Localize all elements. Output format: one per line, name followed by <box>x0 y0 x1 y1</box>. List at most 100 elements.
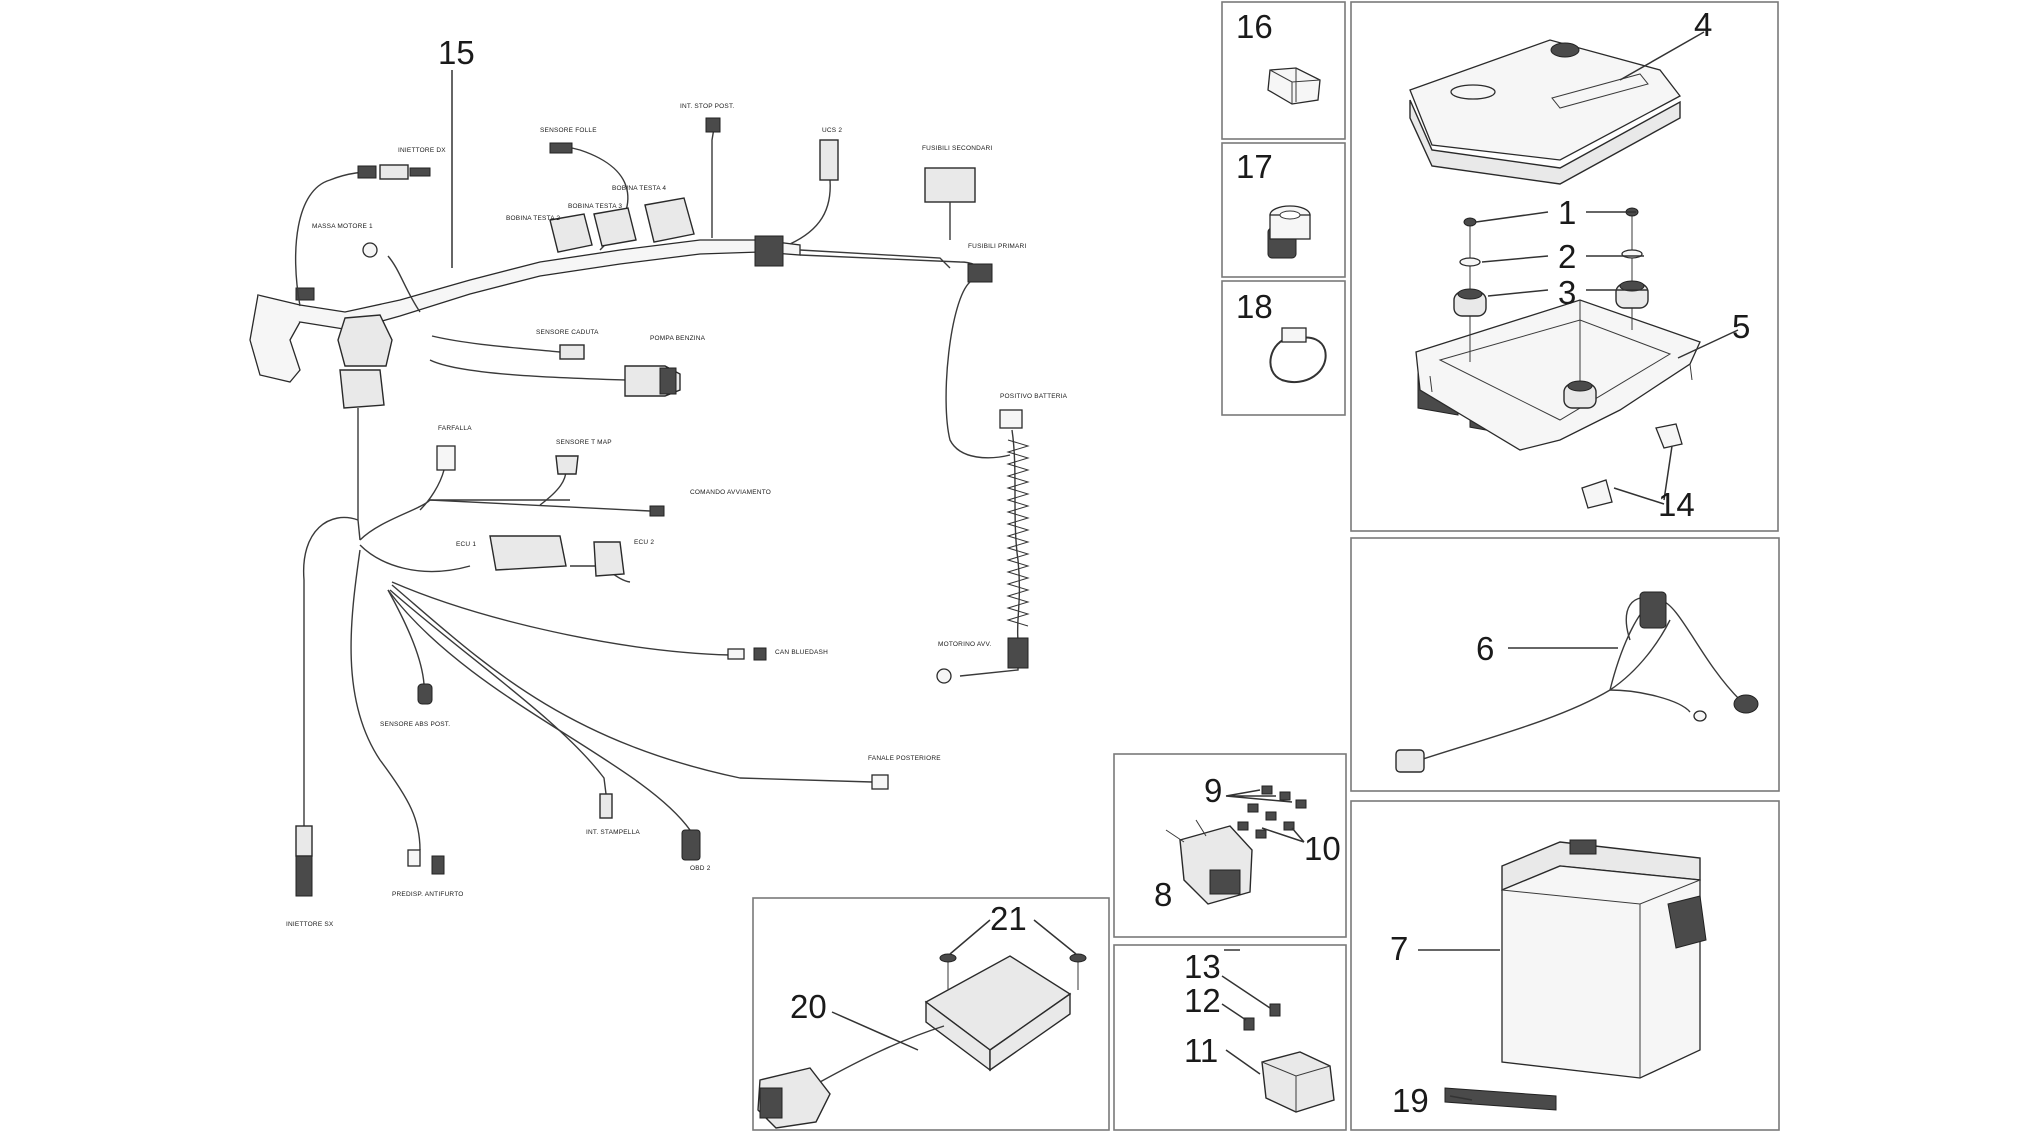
label-motorino: MOTORINO AVV. <box>938 641 991 648</box>
wire-trunk-down <box>357 408 361 541</box>
label-ucs: UCS 2 <box>822 127 842 134</box>
callout-18: 18 <box>1236 288 1273 325</box>
callout-4: 4 <box>1694 6 1712 43</box>
part-5-ecu-bracket <box>1415 299 1701 451</box>
connector-obd <box>681 829 701 861</box>
callout-11: 11 <box>1184 1032 1218 1069</box>
connector-can-b <box>753 647 767 661</box>
label-fanale: FANALE POSTERIORE <box>868 755 941 762</box>
label-positivo-batteria: POSITIVO BATTERIA <box>1000 393 1068 400</box>
main-wiring-harness: INIETTORE DX MASSA MOTORE 1 SENSORE FOLL… <box>249 103 1068 928</box>
label-int-stampella: INT. STAMPELLA <box>586 829 640 836</box>
connector-abs <box>417 683 433 705</box>
wire-farfalla <box>419 469 445 511</box>
wire-to-fuses <box>799 249 951 269</box>
wire-stampella <box>389 589 607 795</box>
wire-comando <box>429 499 651 512</box>
label-bobina-4: BOBINA TESTA 4 <box>612 185 666 192</box>
harness-clip <box>295 287 315 301</box>
ecu-2-connector <box>593 541 625 577</box>
part-11-fuse-box <box>1261 1051 1335 1113</box>
harness-trunk <box>257 239 801 331</box>
callout-8: 8 <box>1154 876 1172 913</box>
ecu-1-connector <box>489 535 567 571</box>
callout-1: 1 <box>1558 194 1576 231</box>
part-21-screws <box>939 953 1087 990</box>
wire-comando-avviamento <box>359 499 570 541</box>
label-sensore-folle: SENSORE FOLLE <box>540 127 597 134</box>
wire-ecu-1 <box>359 544 471 573</box>
wire-pompa <box>429 359 626 381</box>
injector-dx-tip <box>409 167 431 177</box>
panel-harness-6 <box>1350 537 1780 792</box>
label-can: CAN BLUEDASH <box>775 649 828 656</box>
battery-terminal <box>999 409 1023 429</box>
wire-iniettore-sx <box>303 516 359 826</box>
part-12-fuse <box>1243 1017 1255 1031</box>
connector-sensore-caduta <box>559 344 585 360</box>
label-int-stop: INT. STOP POST. <box>680 103 734 110</box>
coil-3 <box>644 197 695 243</box>
harness-junction-block <box>337 314 393 367</box>
wire-sensore-caduta <box>431 335 561 353</box>
label-pompa: POMPA BENZINA <box>650 335 706 342</box>
fuse-box-primary <box>967 263 993 283</box>
connector-int-stop <box>705 117 721 133</box>
label-sensore-abs: SENSORE ABS POST. <box>380 721 450 728</box>
callout-21: 21 <box>990 900 1027 937</box>
callout-17: 17 <box>1236 148 1273 185</box>
label-iniettore-dx: INIETTORE DX <box>398 147 446 154</box>
harness-branch-left <box>249 294 301 383</box>
label-comando: COMANDO AVVIAMENTO <box>690 489 771 496</box>
wire-antifurto <box>350 549 421 851</box>
injector-sx-body <box>295 825 313 857</box>
coiled-cable <box>1006 439 1030 627</box>
wire-abs <box>387 589 425 685</box>
connector-ucs <box>819 139 839 181</box>
part-7-battery <box>1501 839 1707 1079</box>
wire-fanale <box>391 584 873 783</box>
injector-sx-tip <box>295 855 313 897</box>
label-massa-motore: MASSA MOTORE 1 <box>312 223 373 230</box>
connector-iniettore-dx <box>357 165 377 179</box>
ground-ring <box>362 242 378 258</box>
connector-motorino <box>1007 637 1029 669</box>
part-16-connector <box>1267 67 1321 105</box>
part-6-sub-harness <box>1395 591 1759 773</box>
part-8-fuse-holder <box>1165 819 1253 905</box>
part-18-cable-tie <box>1269 327 1327 383</box>
callout-16: 16 <box>1236 8 1273 45</box>
connector-pompa-plug <box>659 367 677 395</box>
wire-positivo-batteria <box>945 281 1011 459</box>
part-20-antitheft-module <box>757 955 1072 1129</box>
callout-15: 15 <box>438 34 475 71</box>
label-bobina-2: BOBINA TESTA 2 <box>506 215 560 222</box>
parts-9-10-fuses <box>1237 785 1307 839</box>
wire-ucs <box>789 179 831 245</box>
label-sensore-caduta: SENSORE CADUTA <box>536 329 599 336</box>
label-obd: OBD 2 <box>690 865 711 872</box>
wire-int-stop <box>711 127 715 238</box>
coil-1 <box>549 213 593 253</box>
callout-3: 3 <box>1558 274 1576 311</box>
connector-map <box>555 455 579 475</box>
connector-sensore-folle <box>549 142 573 154</box>
connector-antifurto-a <box>407 849 421 867</box>
fuse-box-secondary <box>924 167 976 203</box>
callout-9: 9 <box>1204 772 1222 809</box>
connector-comando <box>649 505 665 517</box>
callout-20: 20 <box>790 988 827 1025</box>
callout-19: 19 <box>1392 1082 1429 1119</box>
part-19-battery-strip <box>1444 1087 1557 1111</box>
wire-iniettore-dx <box>294 171 373 307</box>
label-bobina-3: BOBINA TESTA 3 <box>568 203 622 210</box>
connector-farfalla <box>436 445 456 471</box>
wire-can <box>391 581 731 656</box>
connector-can-a <box>727 648 745 660</box>
label-iniettore-sx: INIETTORE SX <box>286 921 334 928</box>
part-17-bushing <box>1267 205 1311 259</box>
callout-numbers: 15 16 17 18 4 1 2 3 5 14 6 9 10 8 13 12 … <box>438 6 1750 1119</box>
connector-fanale <box>871 774 889 790</box>
